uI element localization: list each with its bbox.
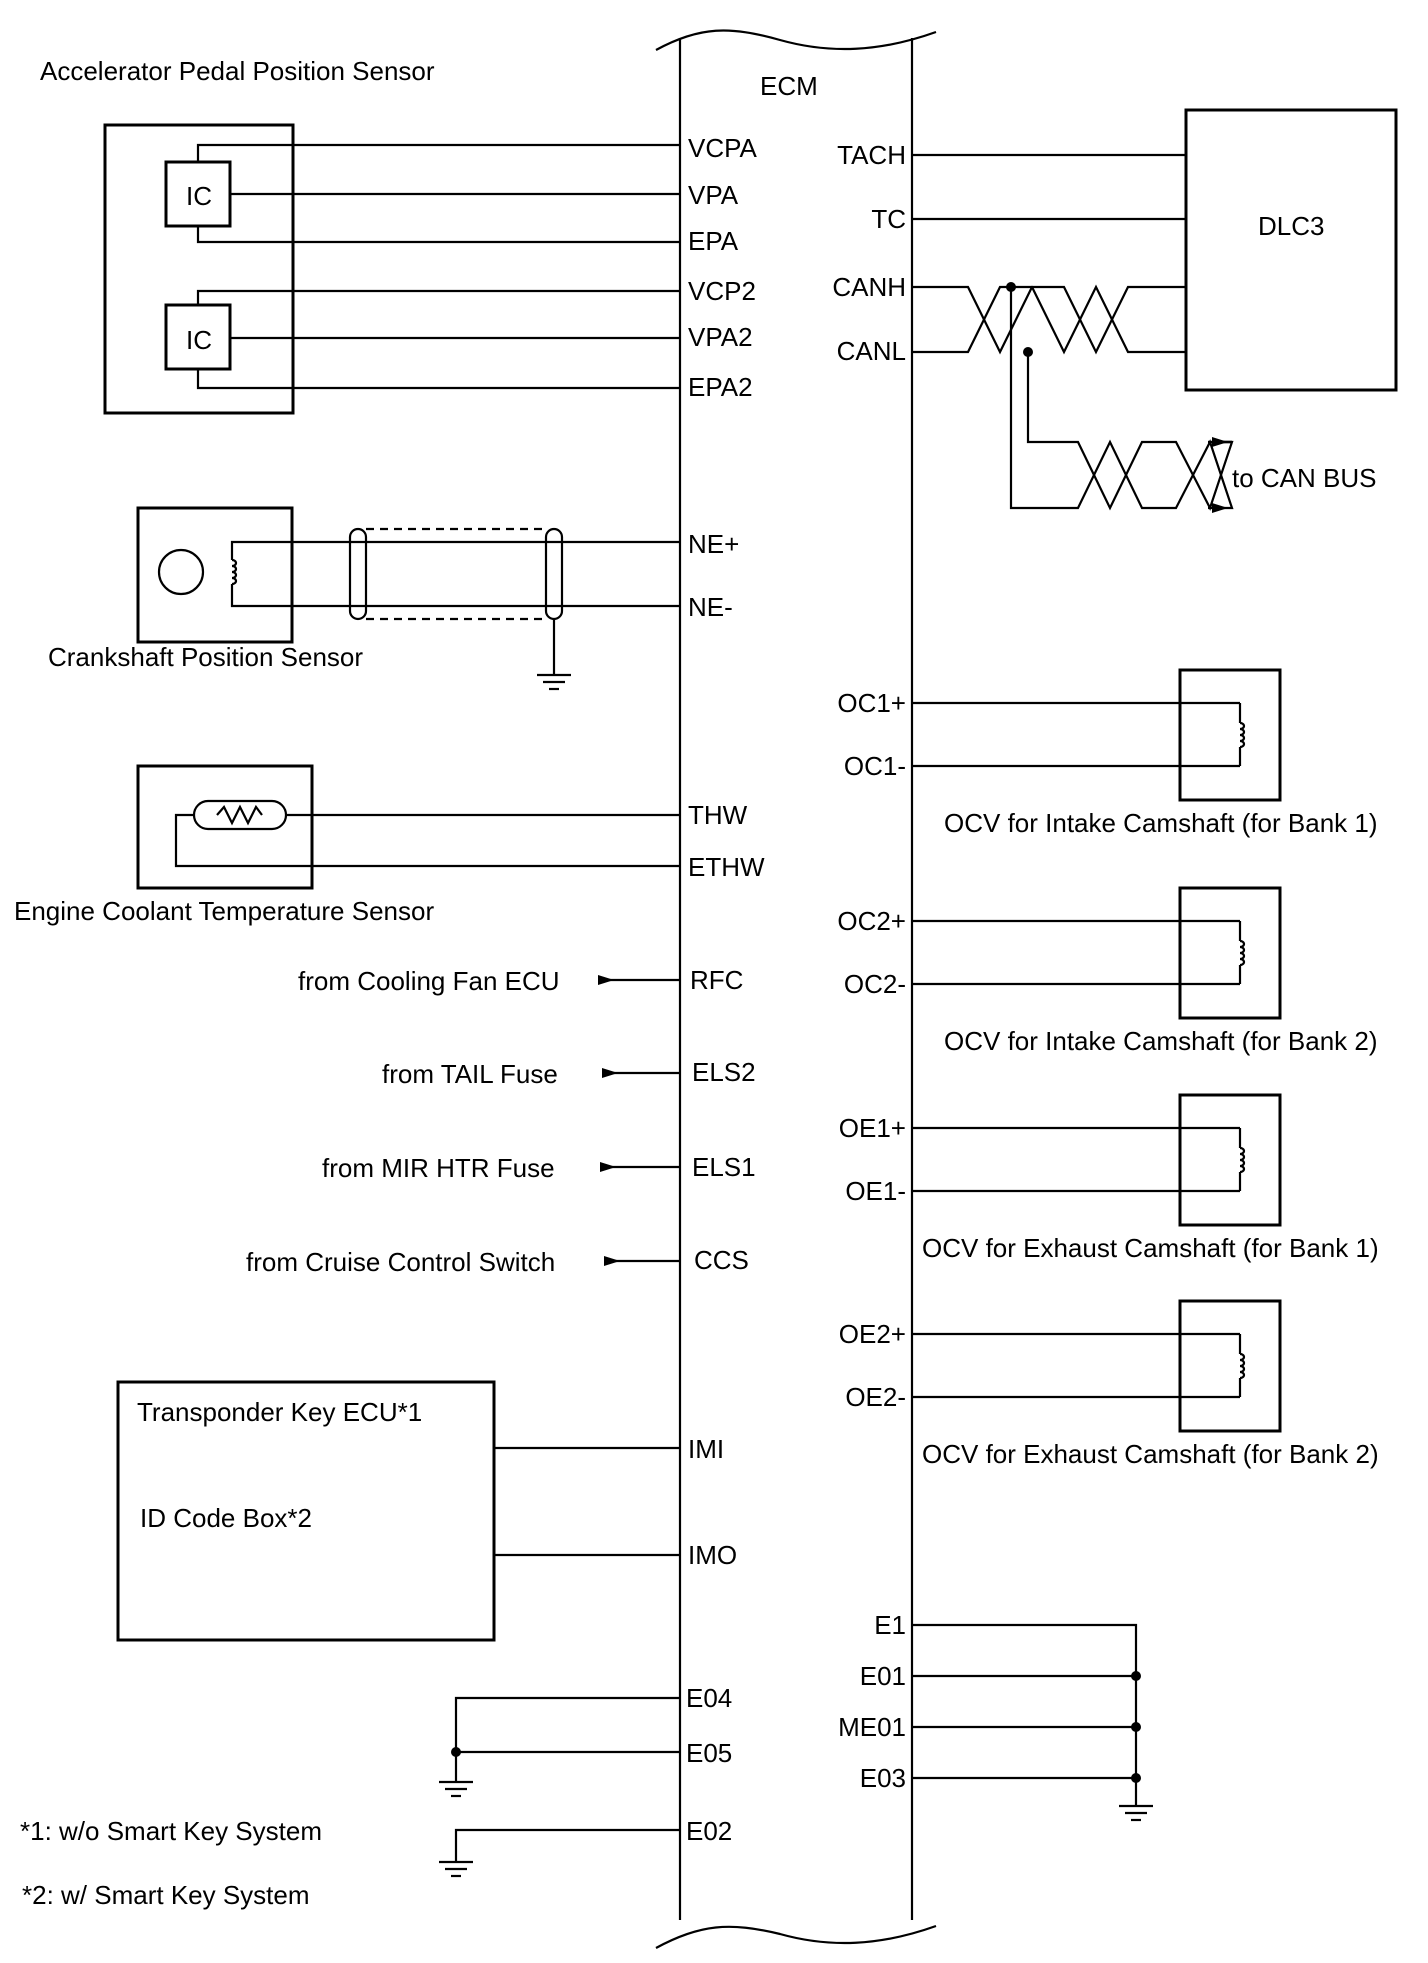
pin-oe2-plus: OE2+ [839, 1319, 906, 1349]
accelerator-pedal-position-sensor: Accelerator Pedal Position Sensor IC IC [40, 56, 680, 415]
pin-oc1-minus: OC1- [844, 751, 906, 781]
pin-rfc: RFC [690, 965, 743, 995]
pin-e04: E04 [686, 1683, 732, 1713]
crankshaft-position-sensor: Crankshaft Position Sensor [48, 506, 680, 691]
pin-ne-plus: NE+ [688, 529, 739, 559]
accel-sensor-label: Accelerator Pedal Position Sensor [40, 56, 435, 86]
pin-els2: ELS2 [692, 1057, 756, 1087]
pin-oe2-minus: OE2- [845, 1382, 906, 1412]
pin-e02: E02 [686, 1816, 732, 1846]
pin-vcp2: VCP2 [688, 276, 756, 306]
pin-e05: E05 [686, 1738, 732, 1768]
ocv-exhaust-bank1: OCV for Exhaust Camshaft (for Bank 1) [912, 1093, 1379, 1263]
left-ground-wiring [437, 1696, 680, 1878]
right-ground-wiring [912, 1623, 1155, 1822]
pin-vpa: VPA [688, 180, 739, 210]
ocv-intake-bank2: OCV for Intake Camshaft (for Bank 2) [912, 886, 1378, 1056]
crank-sensor-label: Crankshaft Position Sensor [48, 642, 363, 672]
coolant-sensor-label: Engine Coolant Temperature Sensor [14, 896, 434, 926]
transponder-key-ecu: Transponder Key ECU*1 ID Code Box*2 [116, 1380, 680, 1642]
tail-fuse-input-label: from TAIL Fuse [382, 1059, 558, 1089]
ocv-exhaust-1-label: OCV for Exhaust Camshaft (for Bank 1) [922, 1233, 1379, 1263]
pin-imi: IMI [688, 1434, 724, 1464]
pin-els1: ELS1 [692, 1152, 756, 1182]
transponder-label: Transponder Key ECU*1 [137, 1397, 422, 1427]
pin-epa2: EPA2 [688, 372, 753, 402]
footnote-2: *2: w/ Smart Key System [22, 1880, 310, 1910]
pin-me01: ME01 [838, 1712, 906, 1742]
ic2-label: IC [186, 325, 212, 355]
ic1-label: IC [186, 181, 212, 211]
can-bus-label: to CAN BUS [1232, 463, 1377, 493]
id-code-box-label: ID Code Box*2 [140, 1503, 312, 1533]
pin-e03: E03 [860, 1763, 906, 1793]
pin-vcpa: VCPA [688, 133, 758, 163]
dlc3-connector: DLC3 to CAN BUS [912, 108, 1398, 513]
pin-vpa2: VPA2 [688, 322, 753, 352]
pin-oc2-plus: OC2+ [837, 906, 906, 936]
ocv-intake-2-label: OCV for Intake Camshaft (for Bank 2) [944, 1026, 1378, 1056]
engine-coolant-temperature-sensor: Engine Coolant Temperature Sensor [14, 764, 680, 926]
ocv-intake-1-label: OCV for Intake Camshaft (for Bank 1) [944, 808, 1378, 838]
pin-canh: CANH [832, 272, 906, 302]
pin-ethw: ETHW [688, 852, 765, 882]
pin-oc1-plus: OC1+ [837, 688, 906, 718]
cooling-fan-input-label: from Cooling Fan ECU [298, 966, 560, 996]
pin-oc2-minus: OC2- [844, 969, 906, 999]
pin-oe1-minus: OE1- [845, 1176, 906, 1206]
ecm-right-pins: TACH TC CANH CANL OC1+ OC1- OC2+ OC2- OE… [832, 140, 906, 1793]
ocv-exhaust-bank2: OCV for Exhaust Camshaft (for Bank 2) [912, 1299, 1379, 1469]
pin-oe1-plus: OE1+ [839, 1113, 906, 1143]
ecm-title: ECM [760, 71, 818, 101]
ocv-exhaust-2-label: OCV for Exhaust Camshaft (for Bank 2) [922, 1439, 1379, 1469]
dlc3-label: DLC3 [1258, 211, 1324, 241]
pin-ccs: CCS [694, 1245, 749, 1275]
pin-canl: CANL [837, 336, 906, 366]
pin-tc: TC [871, 204, 906, 234]
footnote-1: *1: w/o Smart Key System [20, 1816, 322, 1846]
cruise-switch-input-label: from Cruise Control Switch [246, 1247, 555, 1277]
pin-imo: IMO [688, 1540, 737, 1570]
pin-e01: E01 [860, 1661, 906, 1691]
pin-ne-minus: NE- [688, 592, 733, 622]
pin-e1: E1 [874, 1610, 906, 1640]
arrow-inputs: from Cooling Fan ECU from TAIL Fuse from… [246, 966, 680, 1277]
pin-epa: EPA [688, 226, 739, 256]
ocv-intake-bank1: OCV for Intake Camshaft (for Bank 1) [912, 668, 1378, 838]
mir-htr-fuse-input-label: from MIR HTR Fuse [322, 1153, 555, 1183]
pin-tach: TACH [837, 140, 906, 170]
ecm-left-pins: VCPA VPA EPA VCP2 VPA2 EPA2 NE+ NE- THW … [686, 133, 765, 1846]
pin-thw: THW [688, 800, 748, 830]
